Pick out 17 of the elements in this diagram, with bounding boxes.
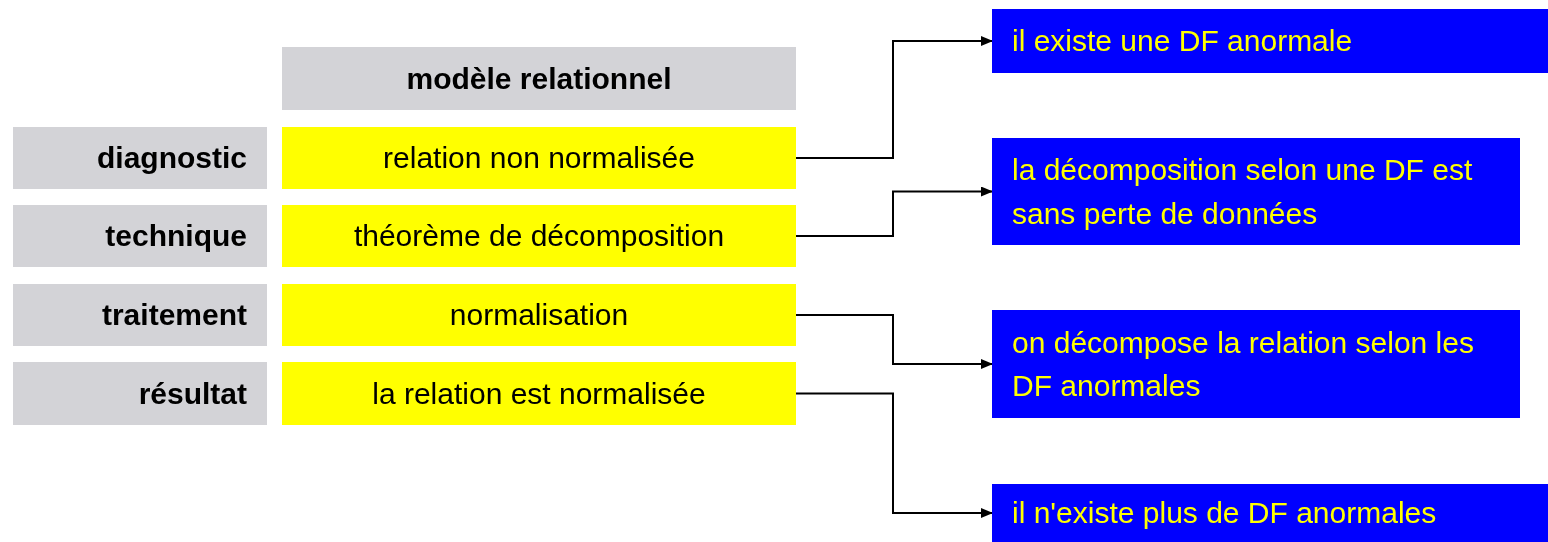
- connector-arrow: [795, 314, 993, 369]
- row-label: diagnostic: [13, 127, 267, 189]
- connector-arrow: [795, 36, 993, 159]
- result-box: la décomposition selon une DF est sans perte de données: [992, 138, 1520, 245]
- cell: la relation est normalisée: [282, 362, 796, 425]
- cell: normalisation: [282, 284, 796, 346]
- row-label: technique: [13, 205, 267, 267]
- cell: théorème de décomposition: [282, 205, 796, 267]
- connector-arrow: [795, 186, 993, 237]
- result-box: on décompose la relation selon les DF anormales: [992, 310, 1520, 418]
- row-label: résultat: [13, 362, 267, 425]
- result-box: il n'existe plus de DF anormales: [992, 484, 1548, 542]
- row-label: traitement: [13, 284, 267, 346]
- column-header: modèle relationnel: [282, 47, 796, 110]
- result-box: il existe une DF anormale: [992, 9, 1548, 73]
- connector-arrow: [795, 392, 993, 518]
- cell: relation non normalisée: [282, 127, 796, 189]
